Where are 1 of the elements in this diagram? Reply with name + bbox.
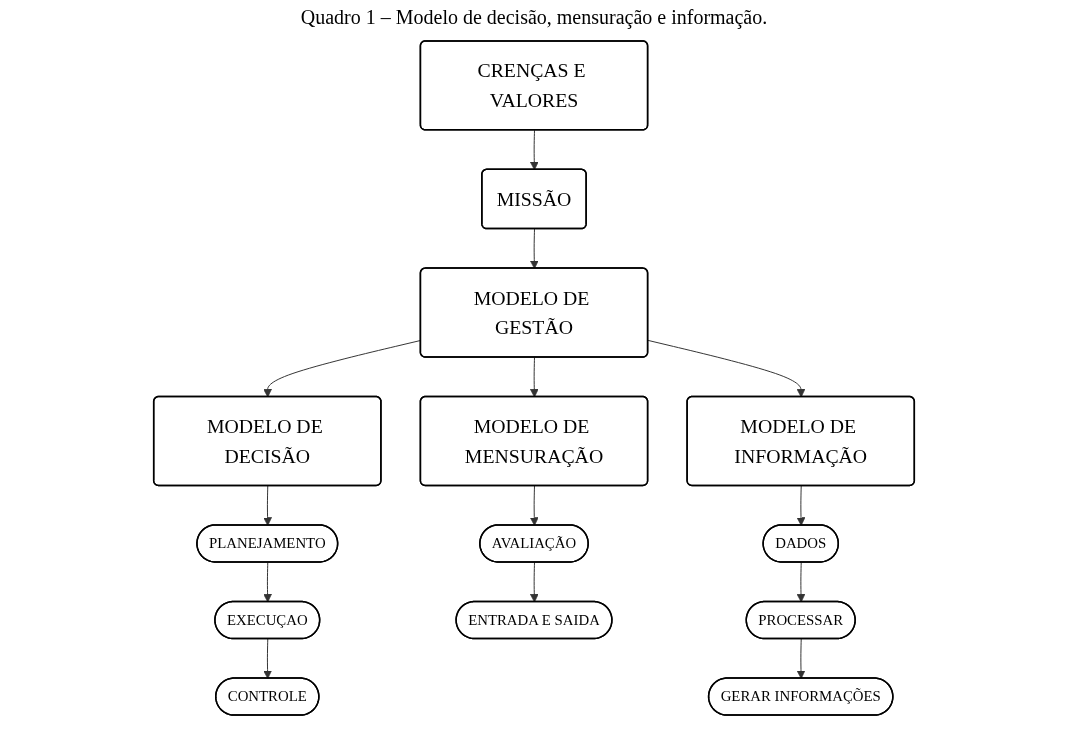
diagram-title: Quadro 1 – Modelo de decisão, mensuração e informação.: [299, 6, 769, 29]
